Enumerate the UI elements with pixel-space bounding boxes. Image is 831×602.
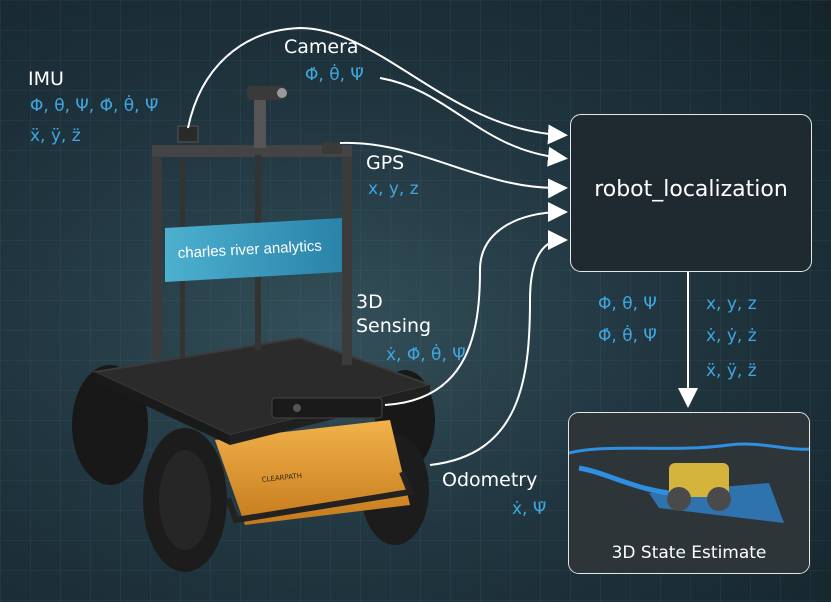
imu-arrow xyxy=(187,26,568,145)
output-right-line2: ẋ, ẏ, ż xyxy=(706,326,757,346)
sensing-device xyxy=(271,397,383,419)
odometry-label: Odometry xyxy=(442,469,538,491)
mast-post-left xyxy=(152,148,162,358)
output-left-line2: Φ̇, θ̇, Ψ̇ xyxy=(598,326,657,346)
state-estimate-label: 3D State Estimate xyxy=(611,543,767,563)
gps-arrow xyxy=(339,141,568,199)
output-left-line1: Φ, θ, Ψ xyxy=(598,294,657,314)
camera-mount xyxy=(254,98,266,148)
gps-device xyxy=(322,142,342,154)
odometry-arrow xyxy=(429,230,568,466)
camera-label: Camera xyxy=(284,36,359,58)
camera-arrow xyxy=(379,77,568,167)
output-right-line3: ẍ, ÿ, z̈ xyxy=(706,361,757,381)
mast-post-right xyxy=(342,150,352,365)
trajectory-path xyxy=(569,442,809,455)
odometry-vars: ẋ, Ψ̇ xyxy=(512,499,547,519)
gps-label: GPS xyxy=(366,152,405,174)
front-bumper xyxy=(225,470,415,524)
mast-crossbar xyxy=(152,145,352,157)
robot-localization-box: robot_localization xyxy=(570,114,812,272)
imu-vars-line2: ẍ, ÿ, z̈ xyxy=(30,126,81,146)
sensing-arrow xyxy=(384,202,568,406)
output-right-line1: x, y, z xyxy=(706,294,757,314)
imu-vars-line1: Φ, θ, Ψ, Φ̇, θ̇, Ψ̇ xyxy=(30,96,159,116)
state-estimate-box: 3D State Estimate xyxy=(568,412,810,574)
state-estimate-visualization xyxy=(569,413,809,573)
sensing-label-line2: Sensing xyxy=(356,315,432,337)
sensing-label-line1: 3D xyxy=(356,291,383,313)
imu-label: IMU xyxy=(28,68,64,90)
sensing-vars: ẋ, Φ̇, θ̇, Ψ̇ xyxy=(386,345,466,365)
banner xyxy=(165,218,342,282)
gps-vars: x, y, z xyxy=(368,179,419,199)
camera-device xyxy=(247,86,285,100)
robot-localization-label: robot_localization xyxy=(594,177,788,202)
camera-vars: Φ̇, θ̇, Ψ̇ xyxy=(305,65,364,85)
